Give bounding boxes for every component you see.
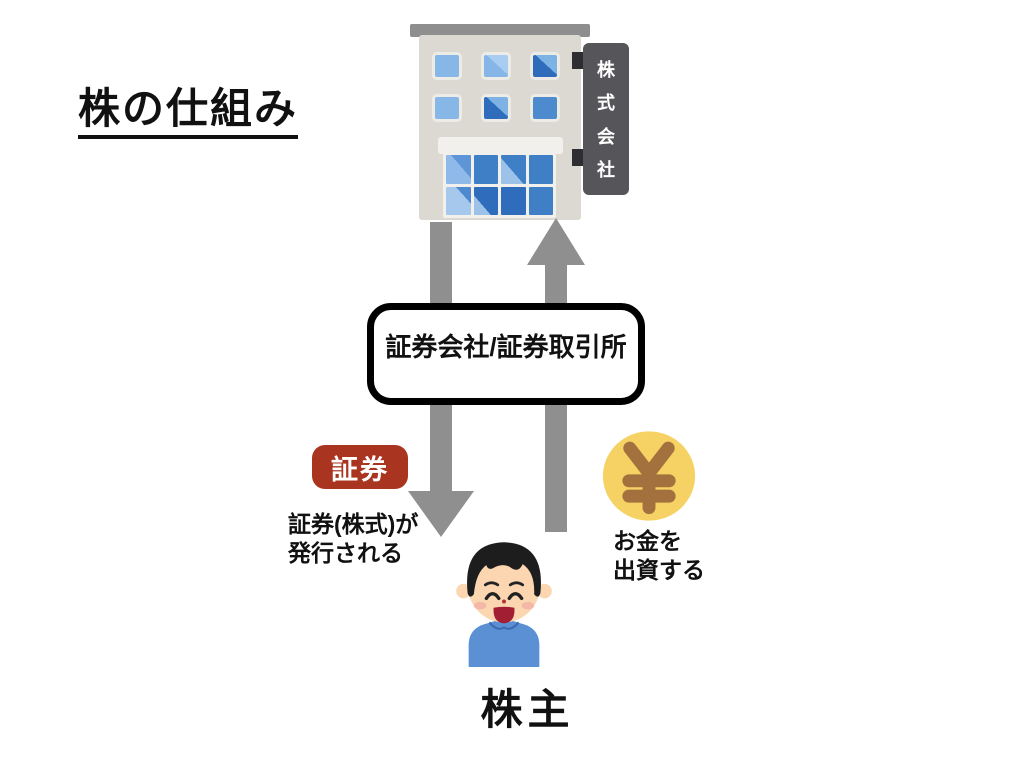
storefront-pane: [528, 155, 553, 184]
eye: [484, 592, 501, 601]
building-roof: [410, 24, 590, 37]
shirt: [468, 618, 540, 667]
building-window: [530, 52, 560, 80]
mouth: [493, 606, 515, 624]
building-window: [530, 94, 560, 122]
building-window: [481, 52, 511, 80]
sign-bracket: [572, 52, 585, 69]
face: [467, 547, 541, 623]
blush: [521, 601, 535, 610]
shareholder-label: 株主: [480, 686, 575, 733]
storefront-pane: [446, 186, 471, 215]
storefront-pane: [473, 155, 498, 184]
building-window: [481, 94, 511, 122]
storefront-pane: [501, 186, 526, 215]
yen-symbol: [622, 441, 676, 515]
issue-caption-line1: 証券(株式)が: [288, 511, 419, 537]
hair: [467, 542, 541, 597]
up-arrow-head: [527, 218, 585, 265]
storefront-pane: [501, 155, 526, 184]
sign-char: 株: [597, 60, 615, 81]
company-building-icon: 株 式 会 社: [405, 22, 633, 222]
storefront-pane: [528, 186, 553, 215]
securities-badge: 証券: [312, 445, 408, 489]
page-title: 株の仕組み: [78, 85, 299, 140]
eye: [507, 592, 524, 601]
sign-char: 式: [597, 93, 615, 114]
sign-char: 社: [597, 159, 615, 180]
sign-bracket: [572, 149, 585, 166]
securities-badge-label: 証券: [331, 454, 389, 485]
issue-caption: 証券(株式)が 発行される: [288, 510, 418, 568]
down-arrow-head: [408, 491, 474, 537]
company-sign: 株 式 会 社: [583, 43, 629, 195]
ear: [456, 583, 471, 599]
blush: [473, 601, 487, 610]
ear: [537, 583, 552, 599]
collar: [488, 621, 520, 630]
exchange-box: 証券会社/証券取引所: [367, 303, 645, 405]
storefront-pane: [446, 155, 471, 184]
invest-caption: お金を 出資する: [613, 527, 705, 585]
nose: [502, 599, 506, 604]
building-window: [432, 52, 462, 80]
invest-caption-line2: 出資する: [613, 557, 705, 583]
eyebrow: [508, 581, 525, 587]
storefront-pane: [473, 186, 498, 215]
exchange-box-label: 証券会社/証券取引所: [385, 331, 627, 362]
sign-char: 会: [597, 126, 615, 147]
eyebrow: [483, 581, 500, 587]
building-awning: [438, 137, 563, 154]
building-window: [432, 94, 462, 122]
issue-caption-line2: 発行される: [288, 540, 403, 566]
building-storefront: [443, 152, 556, 218]
shareholder-person-icon: [456, 542, 552, 667]
yen-coin-icon: [602, 431, 696, 521]
invest-caption-line1: お金を: [613, 528, 682, 554]
